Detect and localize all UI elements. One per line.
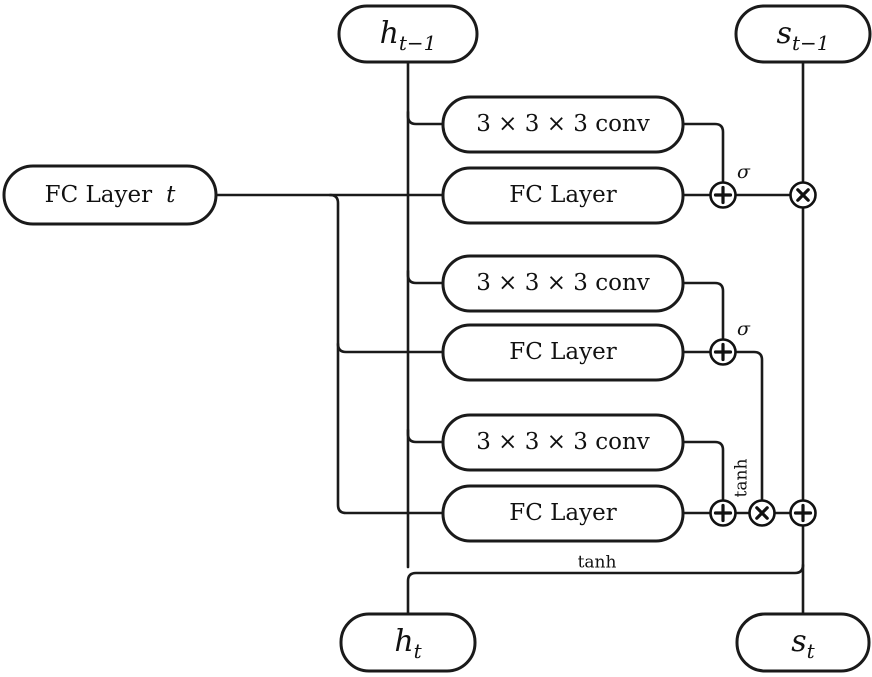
wire-layer bbox=[214, 60, 805, 617]
wire-h-to-conv3 bbox=[406, 428, 447, 444]
node-s-prev-label: st−1 bbox=[777, 16, 830, 55]
block-conv2-label: 3 × 3 × 3 conv bbox=[476, 270, 650, 296]
operator-mul2[interactable] bbox=[748, 499, 776, 527]
wire-conv3-to-add3 bbox=[681, 440, 725, 503]
operator-add4[interactable] bbox=[789, 499, 817, 527]
times-icon bbox=[796, 188, 810, 202]
block-conv1[interactable]: 3 × 3 × 3 conv bbox=[441, 95, 685, 154]
block-fc1[interactable]: FC Layer bbox=[441, 166, 685, 225]
operator-add2[interactable] bbox=[709, 338, 737, 366]
block-conv2[interactable]: 3 × 3 × 3 conv bbox=[441, 254, 685, 313]
plus-icon bbox=[713, 185, 733, 205]
plus-icon bbox=[713, 342, 733, 362]
label-tanh-out: tanh bbox=[578, 553, 617, 573]
wire-h-to-conv2 bbox=[406, 269, 447, 285]
block-fc2-box bbox=[441, 323, 685, 382]
node-s-prev[interactable]: st−1 bbox=[734, 4, 872, 64]
block-conv1-box bbox=[441, 95, 685, 154]
node-h-prev[interactable]: ht−1 bbox=[337, 4, 479, 64]
node-h-out[interactable]: ht bbox=[339, 612, 477, 673]
block-conv3-label: 3 × 3 × 3 conv bbox=[476, 429, 650, 455]
block-fc1-box bbox=[441, 166, 685, 225]
plus-icon bbox=[713, 503, 733, 523]
operator-add3[interactable] bbox=[709, 499, 737, 527]
times-icon bbox=[755, 506, 769, 520]
node-h-prev-label: ht−1 bbox=[380, 16, 437, 55]
node-h-prev-box bbox=[337, 4, 479, 64]
label-sigma-2: σ bbox=[737, 318, 751, 340]
wire-fcinput-drop bbox=[328, 193, 447, 515]
block-fc1-label: FC Layer bbox=[509, 182, 616, 208]
block-conv3[interactable]: 3 × 3 × 3 conv bbox=[441, 413, 685, 472]
node-fc-input-box bbox=[2, 164, 218, 226]
block-conv1-label: 3 × 3 × 3 conv bbox=[476, 111, 650, 137]
wire-fcinput-to-fc2 bbox=[336, 342, 447, 354]
node-h-out-label: ht bbox=[394, 624, 422, 663]
node-s-out-label: st bbox=[791, 624, 815, 663]
label-sigma-1: σ bbox=[737, 161, 751, 183]
wire-h-to-conv1 bbox=[406, 110, 447, 126]
block-fc2-label: FC Layer bbox=[509, 339, 616, 365]
node-s-prev-box bbox=[734, 4, 872, 64]
block-fc3-label: FC Layer bbox=[509, 500, 616, 526]
node-s-out[interactable]: st bbox=[735, 612, 871, 673]
operator-mul1[interactable] bbox=[789, 181, 817, 209]
block-fc2[interactable]: FC Layer bbox=[441, 323, 685, 382]
wire-add4-tanh-to-h-out bbox=[406, 563, 805, 617]
block-conv3-box bbox=[441, 413, 685, 472]
block-fc3[interactable]: FC Layer bbox=[441, 484, 685, 543]
plus-icon bbox=[793, 503, 813, 523]
block-conv2-box bbox=[441, 254, 685, 313]
wire-conv1-to-add1 bbox=[681, 122, 725, 185]
label-tanh-gate: tanh bbox=[732, 459, 752, 498]
node-s-out-box bbox=[735, 612, 871, 673]
block-fc3-box bbox=[441, 484, 685, 543]
node-h-out-box bbox=[339, 612, 477, 673]
wire-add2-to-mul2 bbox=[735, 350, 764, 503]
wire-conv2-to-add2 bbox=[681, 281, 725, 342]
operator-add1[interactable] bbox=[709, 181, 737, 209]
